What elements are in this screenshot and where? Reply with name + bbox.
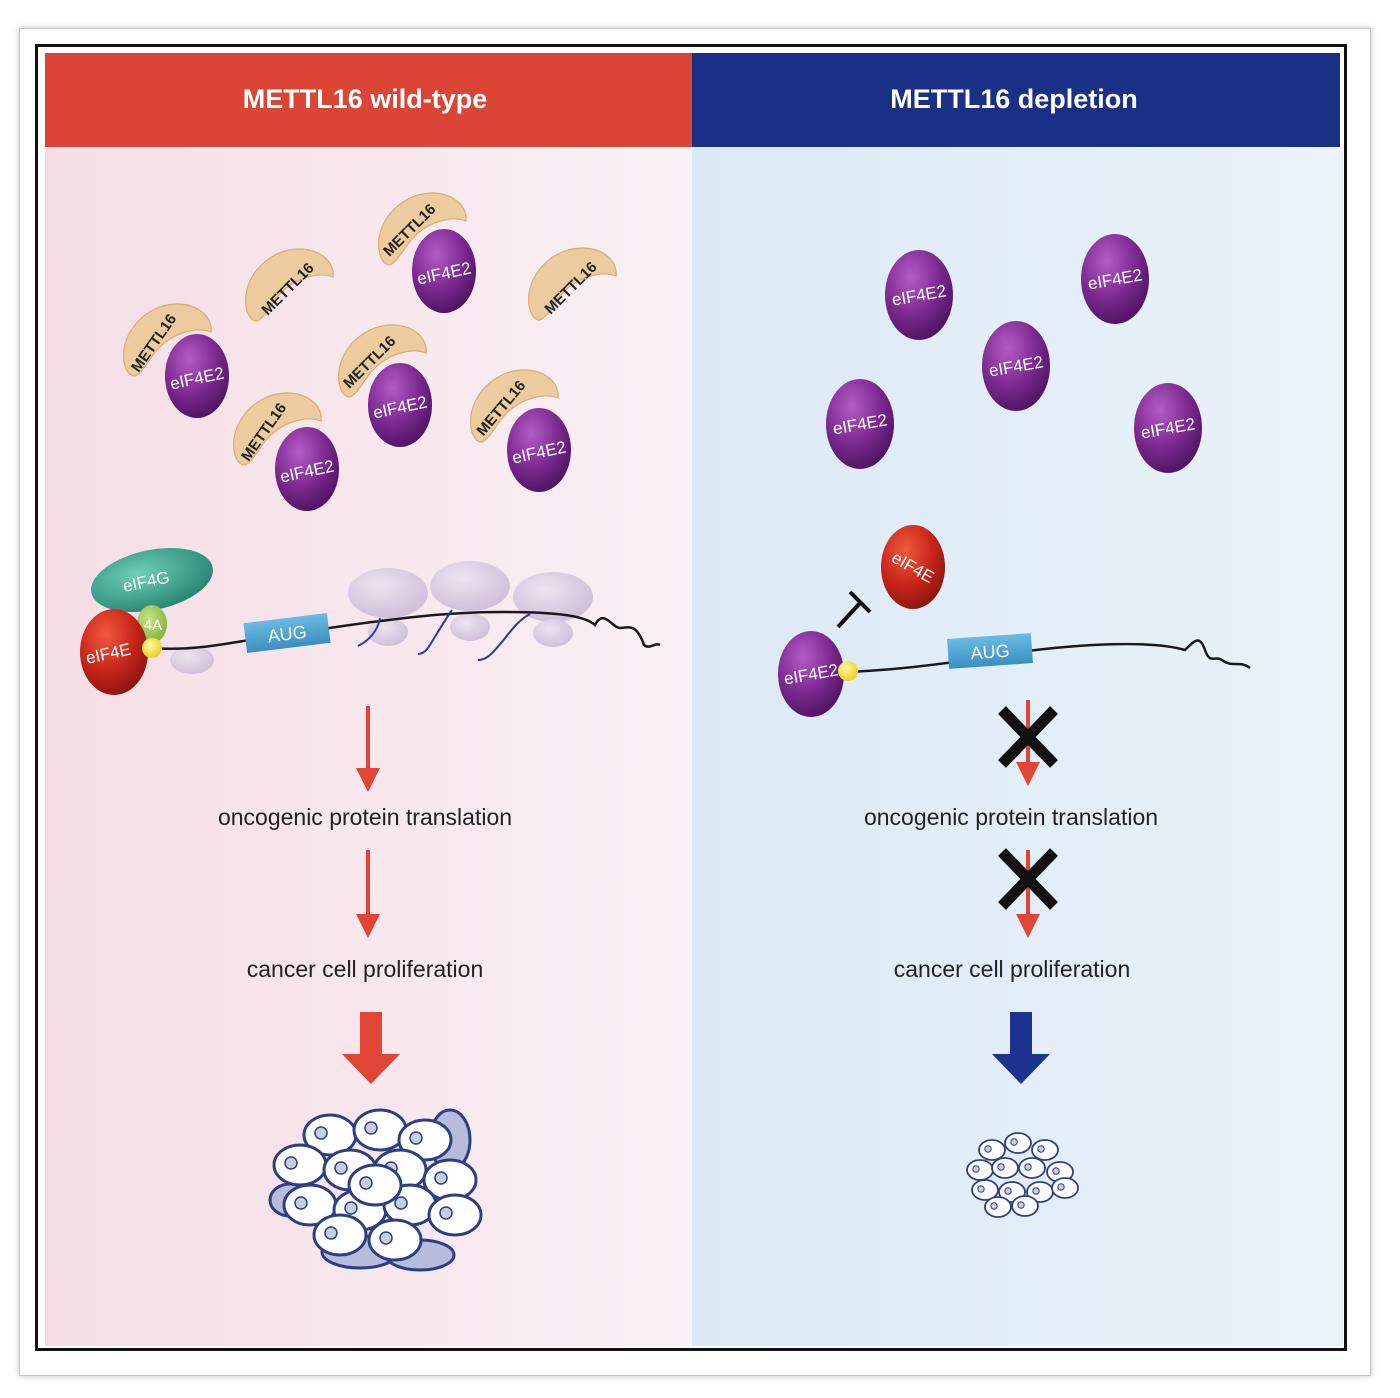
large-cancer-cell-cluster bbox=[268, 1108, 483, 1272]
eif4e2-protein: eIF4E2 bbox=[826, 379, 894, 469]
blue-block-arrow bbox=[992, 1012, 1050, 1084]
mettl16-eif4e2-complex: METTL16 eIF4E2 bbox=[469, 369, 571, 492]
nascent-peptide bbox=[477, 613, 531, 661]
right-translation-complex: eIF4E AUG eIF4E2 bbox=[778, 525, 1251, 717]
nascent-peptide bbox=[417, 609, 453, 655]
inhibition-symbol bbox=[836, 590, 872, 629]
ribosome-small-subunit bbox=[450, 613, 490, 641]
mrna-cap bbox=[838, 661, 858, 681]
left-translation-complex: AUG eIF4G 4A eIF4E bbox=[80, 547, 661, 695]
block-cross-icon bbox=[998, 706, 1058, 768]
svg-text:AUG: AUG bbox=[970, 641, 1010, 664]
aug-start-codon: AUG bbox=[243, 612, 331, 654]
red-arrow bbox=[356, 850, 380, 938]
svg-text:AUG: AUG bbox=[267, 622, 308, 647]
right-step2-label: cancer cell proliferation bbox=[894, 956, 1131, 982]
mettl16-eif4e2-complex: METTL16 eIF4E2 bbox=[337, 324, 432, 447]
right-step1-label: oncogenic protein translation bbox=[864, 804, 1158, 830]
left-panel-title: METTL16 wild-type bbox=[243, 84, 488, 114]
red-arrow bbox=[356, 706, 380, 792]
eif4e-protein: eIF4E bbox=[881, 525, 945, 609]
right-flow: oncogenic protein translation cancer cel… bbox=[864, 700, 1158, 1084]
red-block-arrow bbox=[342, 1012, 400, 1084]
left-header-bar bbox=[45, 53, 692, 147]
blocked-arrow bbox=[998, 848, 1058, 938]
eif4e2-protein: eIF4E2 bbox=[1134, 383, 1202, 473]
left-step1-label: oncogenic protein translation bbox=[218, 804, 512, 830]
left-step2-label: cancer cell proliferation bbox=[247, 956, 484, 982]
left-flow: oncogenic protein translation cancer cel… bbox=[218, 706, 512, 1084]
figure-inner-frame bbox=[35, 44, 1347, 1351]
mrna-cap bbox=[142, 638, 162, 658]
block-cross-icon bbox=[998, 848, 1058, 910]
right-panel-title: METTL16 depletion bbox=[890, 84, 1138, 114]
svg-text:4A: 4A bbox=[144, 617, 162, 634]
eif4e2-protein: eIF4E2 bbox=[1081, 234, 1149, 324]
aug-start-codon: AUG bbox=[947, 633, 1033, 669]
right-header-bar bbox=[692, 53, 1340, 147]
eif4g-protein: eIF4G bbox=[91, 547, 213, 613]
eif4e2-protein: eIF4E2 bbox=[778, 631, 844, 717]
eif4e2-protein: eIF4E2 bbox=[982, 321, 1050, 411]
blocked-arrow bbox=[998, 700, 1058, 786]
ribosome-large-subunit bbox=[430, 561, 510, 611]
ribosome-small-subunit bbox=[533, 619, 573, 647]
nascent-peptide bbox=[357, 617, 381, 647]
ribosome-large-subunit bbox=[513, 572, 593, 622]
ribosome-small-subunit bbox=[170, 646, 214, 674]
eif4e2-protein: eIF4E2 bbox=[885, 250, 953, 340]
right-free-eif4e2: eIF4E2 eIF4E2 eIF4E2 eIF4E2 eIF4E2 bbox=[826, 234, 1202, 473]
eif4e-protein: eIF4E bbox=[80, 609, 148, 695]
ribosome-large-subunit bbox=[348, 568, 428, 618]
